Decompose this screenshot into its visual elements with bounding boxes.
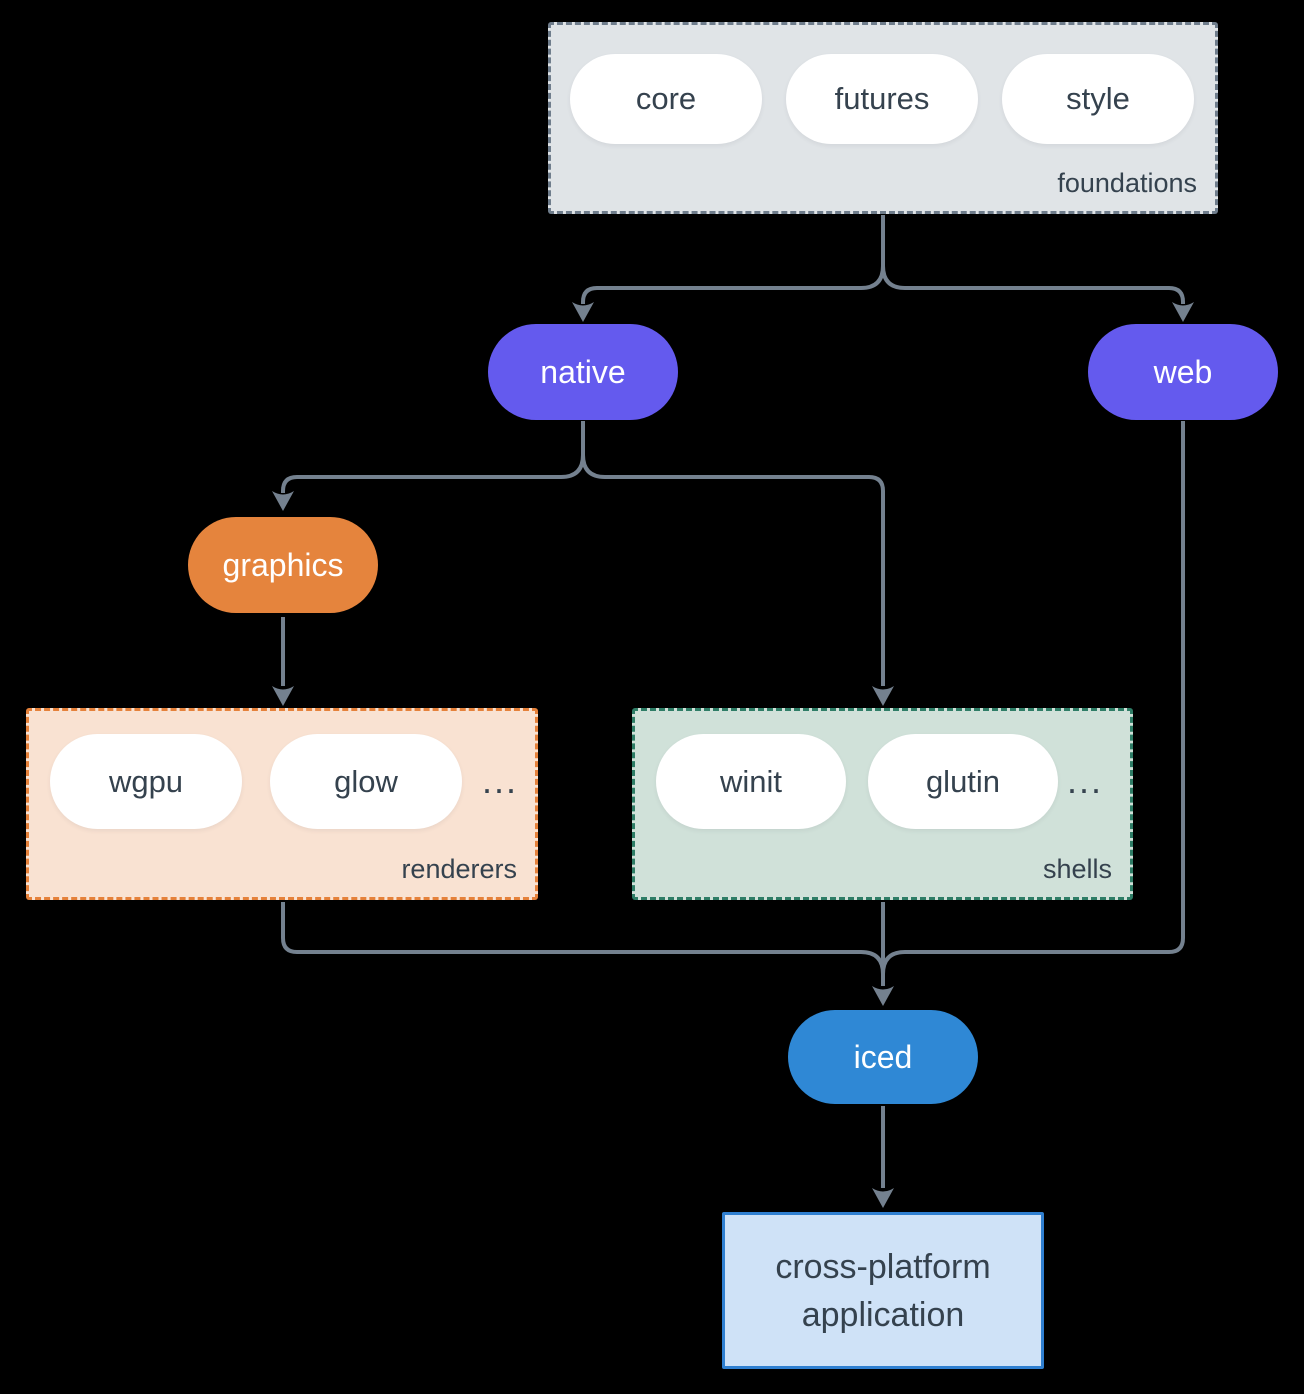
arrowhead-native: [572, 302, 594, 322]
arrowhead-graphics: [272, 491, 294, 511]
arrowhead-application: [872, 1188, 894, 1208]
arrowhead-renderers: [272, 686, 294, 706]
edge-web-iced: [881, 421, 1185, 986]
arrowhead-shells: [872, 686, 894, 706]
node-native: native: [488, 324, 678, 420]
pill-wgpu: wgpu: [50, 734, 242, 829]
pill-glutin: glutin: [868, 734, 1058, 829]
group-renderers-label: renderers: [401, 854, 517, 884]
renderers-ellipsis: ...: [481, 760, 518, 801]
node-application: cross-platform application: [722, 1212, 1044, 1369]
pill-core: core: [570, 54, 762, 144]
edge-foundations-web: [881, 215, 1185, 304]
pill-style: style: [1002, 54, 1194, 144]
shells-ellipsis: ...: [1066, 760, 1103, 801]
arrowhead-web: [1172, 302, 1194, 322]
edge-renderers-iced: [281, 902, 885, 986]
node-graphics: graphics: [188, 517, 378, 613]
edge-foundations-native: [581, 215, 885, 304]
edge-native-shells: [581, 421, 885, 686]
node-web: web: [1088, 324, 1278, 420]
application-label-line2: application: [801, 1295, 965, 1334]
group-foundations-label: foundations: [1057, 168, 1197, 198]
node-iced: iced: [788, 1010, 978, 1104]
edge-native-graphics: [281, 421, 585, 493]
group-shells-label: shells: [1042, 854, 1112, 884]
arrowhead-iced: [872, 986, 894, 1006]
pill-winit: winit: [656, 734, 846, 829]
pill-glow: glow: [270, 734, 462, 829]
application-label-line1: cross-platform: [775, 1247, 991, 1286]
pill-futures: futures: [786, 54, 978, 144]
